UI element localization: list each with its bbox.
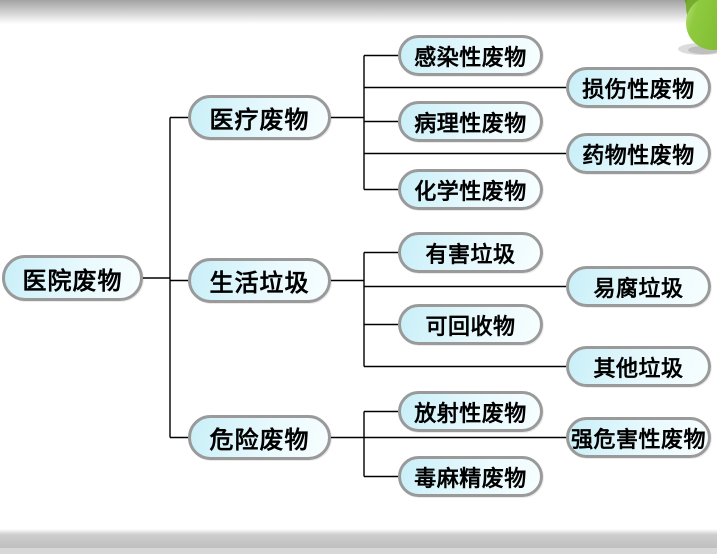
connector-domestic-branch bbox=[331, 251, 566, 368]
node-harmful-garbage-label: 有害垃圾 bbox=[425, 241, 516, 268]
node-medical-waste-label: 医疗废物 bbox=[209, 105, 310, 134]
node-narcotic-waste-label: 毒麻精废物 bbox=[414, 465, 527, 492]
node-injurious-waste: 损伤性废物 bbox=[566, 67, 711, 108]
node-radioactive-waste: 放射性废物 bbox=[398, 391, 543, 432]
node-recyclable-garbage: 可回收物 bbox=[398, 304, 543, 345]
node-recyclable-garbage-label: 可回收物 bbox=[425, 313, 516, 340]
node-hospital-waste: 医院废物 bbox=[2, 255, 143, 301]
footer-bar bbox=[0, 529, 717, 548]
node-narcotic-waste: 毒麻精废物 bbox=[398, 456, 543, 497]
node-strong-hazard-waste: 强危害性废物 bbox=[566, 417, 711, 458]
node-pathological-waste-label: 病理性废物 bbox=[414, 110, 527, 137]
node-hazardous-waste-label: 危险废物 bbox=[209, 425, 310, 454]
connector-hazardous-branch bbox=[331, 410, 566, 478]
node-strong-hazard-waste-label: 强危害性废物 bbox=[570, 426, 706, 453]
footer-strip bbox=[0, 548, 717, 554]
connector-root-trunk bbox=[143, 116, 188, 439]
node-domestic-garbage: 生活垃圾 bbox=[188, 258, 331, 303]
node-pharmaceutical-waste-label: 药物性废物 bbox=[582, 142, 695, 169]
node-chemical-waste-label: 化学性废物 bbox=[414, 178, 527, 205]
node-injurious-waste-label: 损伤性废物 bbox=[582, 76, 695, 103]
node-hospital-waste-label: 医院废物 bbox=[22, 265, 123, 295]
node-perishable-garbage: 易腐垃圾 bbox=[566, 266, 711, 307]
node-infectious-waste-label: 感染性废物 bbox=[414, 44, 527, 71]
node-medical-waste: 医疗废物 bbox=[188, 95, 331, 140]
apple-layer-bottom bbox=[686, 0, 717, 50]
top-edge-gradient bbox=[0, 0, 717, 24]
node-other-garbage-label: 其他垃圾 bbox=[593, 355, 684, 382]
node-radioactive-waste-label: 放射性废物 bbox=[414, 400, 527, 427]
green-apple-decoration bbox=[678, 0, 717, 55]
node-pathological-waste: 病理性废物 bbox=[398, 101, 543, 142]
node-infectious-waste: 感染性废物 bbox=[398, 35, 543, 76]
node-pharmaceutical-waste: 药物性废物 bbox=[566, 133, 711, 174]
node-harmful-garbage: 有害垃圾 bbox=[398, 232, 543, 273]
connector-medical-branch bbox=[331, 54, 566, 191]
node-perishable-garbage-label: 易腐垃圾 bbox=[593, 275, 684, 302]
node-hazardous-waste: 危险废物 bbox=[188, 415, 331, 460]
node-other-garbage: 其他垃圾 bbox=[566, 346, 711, 387]
node-domestic-garbage-label: 生活垃圾 bbox=[209, 268, 310, 297]
node-chemical-waste: 化学性废物 bbox=[398, 169, 543, 210]
